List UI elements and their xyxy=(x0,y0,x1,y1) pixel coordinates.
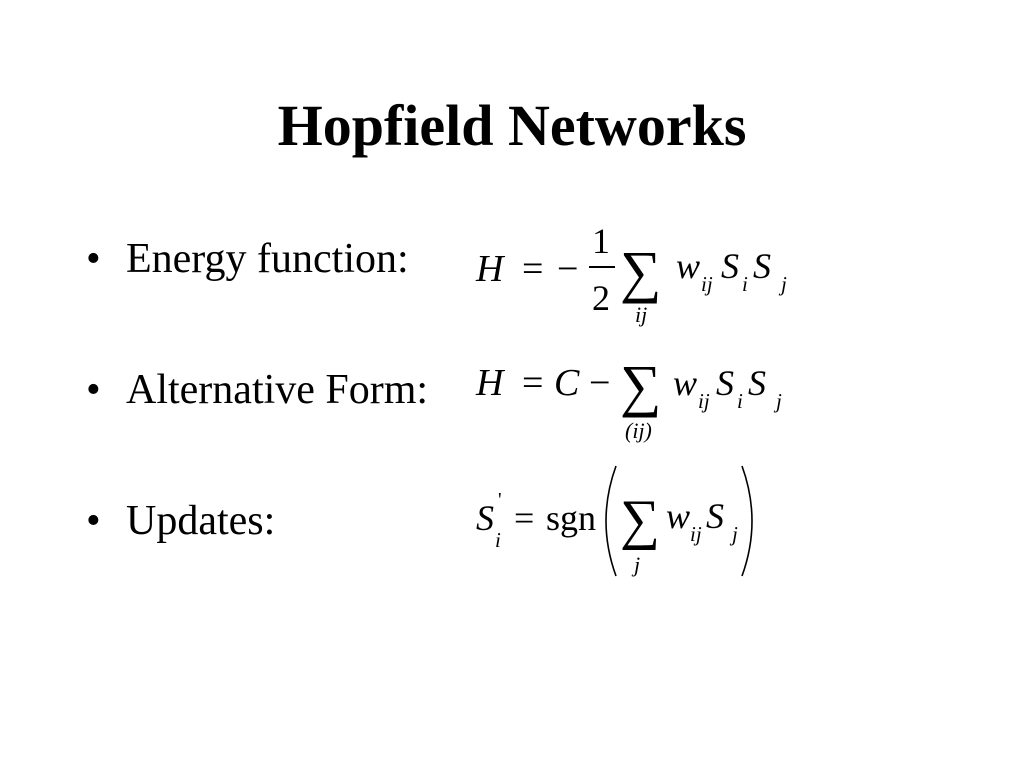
eq1-minus: − xyxy=(557,248,578,290)
eq1-frac-den: 2 xyxy=(592,278,610,318)
eq3-w: w xyxy=(666,496,690,536)
equation-alternative-form: H = C − ∑ (ij) w ij S i S j xyxy=(475,353,782,443)
eq2-sum-sign: ∑ xyxy=(620,353,661,418)
bullet-dot: • xyxy=(86,498,101,544)
eq3-func: sgn xyxy=(546,498,596,538)
eq2-sum-index: (ij) xyxy=(625,418,652,443)
eq3-S-sub: j xyxy=(729,522,738,546)
eq3-w-sub: ij xyxy=(690,522,702,546)
eq2-w-sub: ij xyxy=(698,389,710,413)
eq3-sum-index: j xyxy=(631,552,640,577)
eq3-equals: = xyxy=(514,498,534,538)
bullet-label: Energy function: xyxy=(126,236,409,282)
eq2-C: C xyxy=(554,362,580,404)
eq1-sum-index: ij xyxy=(635,302,647,327)
eq2-S1-sub: i xyxy=(737,389,743,413)
eq2-w: w xyxy=(673,363,697,403)
bullet-label: Updates: xyxy=(126,498,276,544)
eq1-w: w xyxy=(676,246,700,286)
eq3-sum-sign: ∑ xyxy=(620,489,660,551)
eq1-w-sub: ij xyxy=(701,272,713,296)
eq1-S1-sub: i xyxy=(742,272,748,296)
eq2-equals: = xyxy=(522,362,543,404)
eq2-lhs: H xyxy=(475,362,506,404)
eq1-S2: S xyxy=(753,246,771,286)
equation-updates: S i ' = sgn ∑ j w ij S j xyxy=(476,465,753,577)
eq1-equals: = xyxy=(522,248,543,290)
bullet-updates: • Updates: xyxy=(86,500,275,542)
eq2-S2-sub: j xyxy=(773,389,782,413)
bullet-dot: • xyxy=(86,367,101,413)
bullet-label: Alternative Form: xyxy=(126,367,429,413)
slide-title: Hopfield Networks xyxy=(277,93,747,158)
eq3-lhs: S xyxy=(476,498,494,538)
eq1-sum-sign: ∑ xyxy=(620,239,661,304)
eq3-right-paren xyxy=(741,465,753,577)
eq1-S1: S xyxy=(721,246,739,286)
eq3-S: S xyxy=(706,496,724,536)
eq3-left-paren xyxy=(605,465,617,577)
bullet-energy-function: • Energy function: xyxy=(86,238,409,280)
eq2-minus: − xyxy=(589,362,610,404)
eq3-lhs-sub: i xyxy=(495,528,501,552)
eq2-S2: S xyxy=(748,363,766,403)
eq1-frac-num: 1 xyxy=(592,221,610,261)
eq2-S1: S xyxy=(716,363,734,403)
bullet-dot: • xyxy=(86,236,101,282)
eq1-lhs: H xyxy=(475,248,506,290)
bullet-alternative-form: • Alternative Form: xyxy=(86,369,428,411)
eq3-lhs-prime: ' xyxy=(498,489,502,511)
eq1-S2-sub: j xyxy=(778,272,787,296)
equation-energy-function: H = − 1 2 ∑ ij w ij S i S j xyxy=(475,221,787,327)
